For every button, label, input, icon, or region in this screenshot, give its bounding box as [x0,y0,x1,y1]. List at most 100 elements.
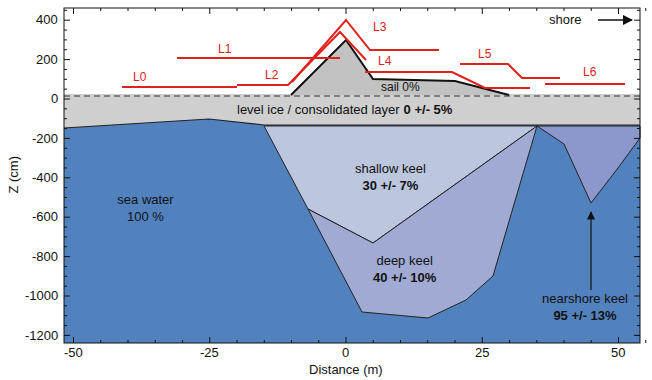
tick-mark [637,276,640,277]
tick-mark [637,305,640,306]
tick-mark [291,340,292,343]
axis-label: 50 [611,345,625,361]
direction-label: shore [549,12,582,28]
tick-mark [591,8,592,11]
tick-mark [155,340,156,343]
axis-label: -600 [32,209,58,225]
tick-mark [637,187,640,188]
tick-mark [634,99,640,100]
tick-mark [100,8,101,11]
tick-mark [634,20,640,21]
tick-mark [264,340,265,343]
tick-mark [64,148,67,149]
tick-mark [634,296,640,297]
line-name: L5 [478,47,491,61]
deep-keel [308,126,537,318]
tick-mark [64,89,67,90]
tick-mark [64,167,67,168]
tick-mark [64,99,70,100]
axis-label: 0 [51,91,58,107]
tick-mark [64,177,70,178]
tick-mark [536,8,537,11]
tick-mark [64,256,70,257]
line-name: L2 [265,68,278,82]
tick-mark [64,20,70,21]
axis-label: 200 [36,52,58,68]
line-name: L6 [583,65,596,79]
tick-mark [564,8,565,11]
tick-mark [64,39,67,40]
tick-mark [346,8,347,14]
tick-mark [637,158,640,159]
tick-mark [634,138,640,139]
line-l0 [122,86,237,88]
tick-mark [64,10,67,11]
tick-mark [637,89,640,90]
tick-mark [64,207,67,208]
line-l5 [460,64,560,78]
line-l6 [545,83,625,85]
tick-mark [64,138,70,139]
tick-mark [637,108,640,109]
tick-mark [64,197,67,198]
tick-mark [637,286,640,287]
survey-lines [122,20,625,88]
tick-mark [64,266,67,267]
tick-mark [637,315,640,316]
tick-mark [427,8,428,11]
line-name: L0 [133,70,146,84]
tick-mark [634,59,640,60]
tick-mark [564,340,565,343]
tick-mark [182,8,183,11]
tick-mark [264,8,265,11]
axis-label: Distance (m) [309,362,383,378]
tick-mark [100,340,101,343]
tick-mark [637,207,640,208]
tick-mark [509,8,510,11]
region-name: level ice / consolidated layer [237,102,400,117]
waterline [64,96,640,97]
tick-mark [637,30,640,31]
tick-mark [64,30,67,31]
region-label: sail 0% [381,80,420,96]
region-label: deep keel40 +/- 10% [373,253,436,287]
tick-mark [182,340,183,343]
region-name: nearshore keel [542,291,628,308]
line-name: L3 [373,20,386,34]
tick-mark [637,266,640,267]
tick-mark [645,8,646,11]
tick-mark [637,148,640,149]
tick-mark [291,8,292,11]
sea-water [64,94,640,343]
tick-mark [128,340,129,343]
tick-mark [400,340,401,343]
tick-mark [427,340,428,343]
tick-mark [637,325,640,326]
tick-mark [637,227,640,228]
tick-mark [637,197,640,198]
tick-mark [637,39,640,40]
tick-mark [64,315,67,316]
tick-mark [618,337,619,343]
tick-mark [64,325,67,326]
tick-mark [64,296,70,297]
line-name: L4 [378,54,391,68]
region-name: sail 0% [381,80,420,96]
tick-mark [455,340,456,343]
tick-mark [64,276,67,277]
tick-mark [64,305,67,306]
tick-mark [64,227,67,228]
tick-mark [64,69,67,70]
tick-mark [482,337,483,343]
tick-mark [64,108,67,109]
tick-mark [637,236,640,237]
tick-mark [482,8,483,14]
tick-mark [64,118,67,119]
axis-label: -25 [200,345,219,361]
axis-label: 400 [36,12,58,28]
tick-mark [634,335,640,336]
tick-mark [637,167,640,168]
tick-mark [634,217,640,218]
